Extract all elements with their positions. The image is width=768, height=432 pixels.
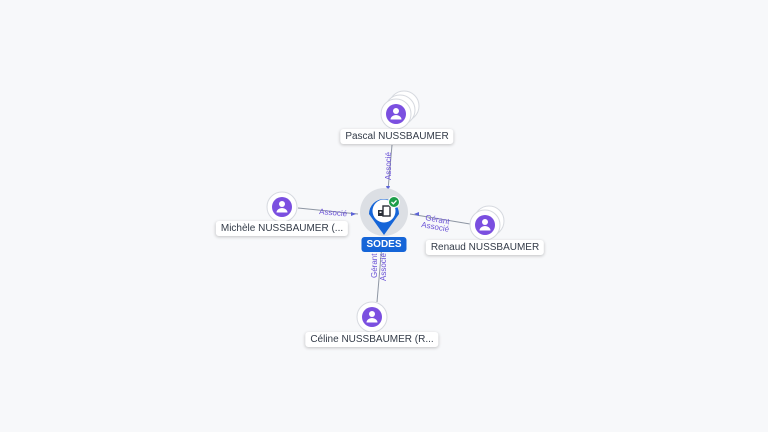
edge-role-celine-1: Gérant — [370, 253, 379, 278]
person-node-renaud[interactable] — [469, 205, 505, 241]
person-icon — [386, 104, 406, 124]
person-label-renaud[interactable]: Renaud NUSSBAUMER — [425, 240, 545, 255]
person-node-michele[interactable] — [266, 191, 298, 223]
person-label-michele[interactable]: Michèle NUSSBAUMER (... — [215, 221, 349, 236]
person-label-celine[interactable]: Céline NUSSBAUMER (R... — [305, 332, 439, 347]
person-node-pascal[interactable] — [380, 90, 420, 130]
edge-role-pascal: Associé — [384, 151, 393, 180]
company-node-sodes[interactable] — [360, 188, 408, 236]
person-icon — [475, 215, 495, 235]
verified-check-icon — [388, 196, 400, 208]
person-node-celine[interactable] — [356, 301, 388, 333]
company-building-icon — [378, 205, 391, 217]
company-label-sodes[interactable]: SODES — [361, 237, 407, 252]
edge-role-renaud-1: Gérant — [425, 213, 451, 226]
person-icon — [362, 307, 382, 327]
person-icon — [272, 197, 292, 217]
edge-role-michele: Associé — [319, 207, 348, 218]
person-label-pascal[interactable]: Pascal NUSSBAUMER — [340, 129, 454, 144]
edge-role-celine-2: Associé — [379, 252, 388, 281]
